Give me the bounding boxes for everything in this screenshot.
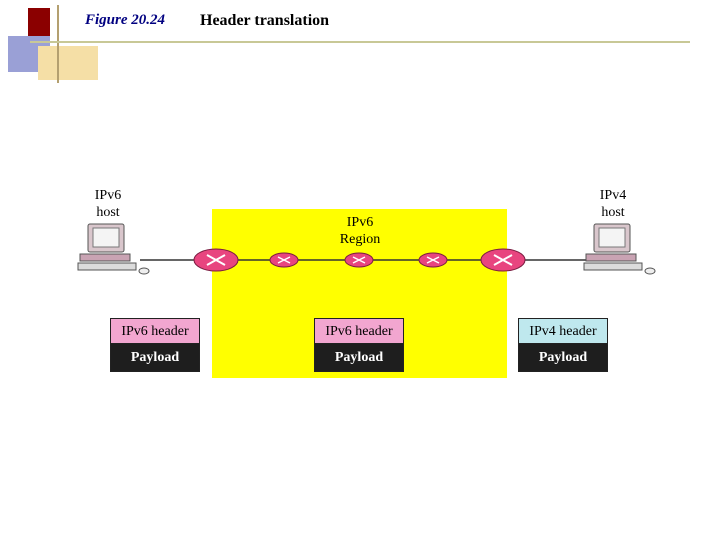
packet-payload: Payload	[314, 344, 404, 372]
left-computer-icon	[77, 223, 150, 275]
page-title: Header translation	[200, 12, 330, 29]
packet-payload: Payload	[110, 344, 200, 372]
packet-header: IPv4 header	[518, 318, 608, 344]
divider-horizontal	[30, 41, 690, 43]
ipv6-region-label: IPv6 Region	[339, 215, 381, 247]
router-icon	[418, 252, 448, 268]
divider-vertical	[57, 5, 59, 83]
ipv4-host-label: IPv4 host	[599, 188, 627, 220]
ipv6-host-label: IPv6 host	[94, 188, 122, 220]
router-icon	[193, 248, 239, 272]
packet-header: IPv6 header	[314, 318, 404, 344]
corner-decoration	[38, 46, 98, 80]
packet-ipv6-left: IPv6 header Payload	[110, 318, 200, 372]
packet-ipv4-right: IPv4 header Payload	[518, 318, 608, 372]
packet-payload: Payload	[518, 344, 608, 372]
router-icon	[480, 248, 526, 272]
right-computer-icon	[583, 223, 656, 275]
packet-ipv6-middle: IPv6 header Payload	[314, 318, 404, 372]
router-icon	[344, 252, 374, 268]
packet-header: IPv6 header	[110, 318, 200, 344]
router-icon	[269, 252, 299, 268]
figure-number: Figure 20.24	[85, 12, 166, 28]
corner-decoration	[28, 8, 50, 38]
